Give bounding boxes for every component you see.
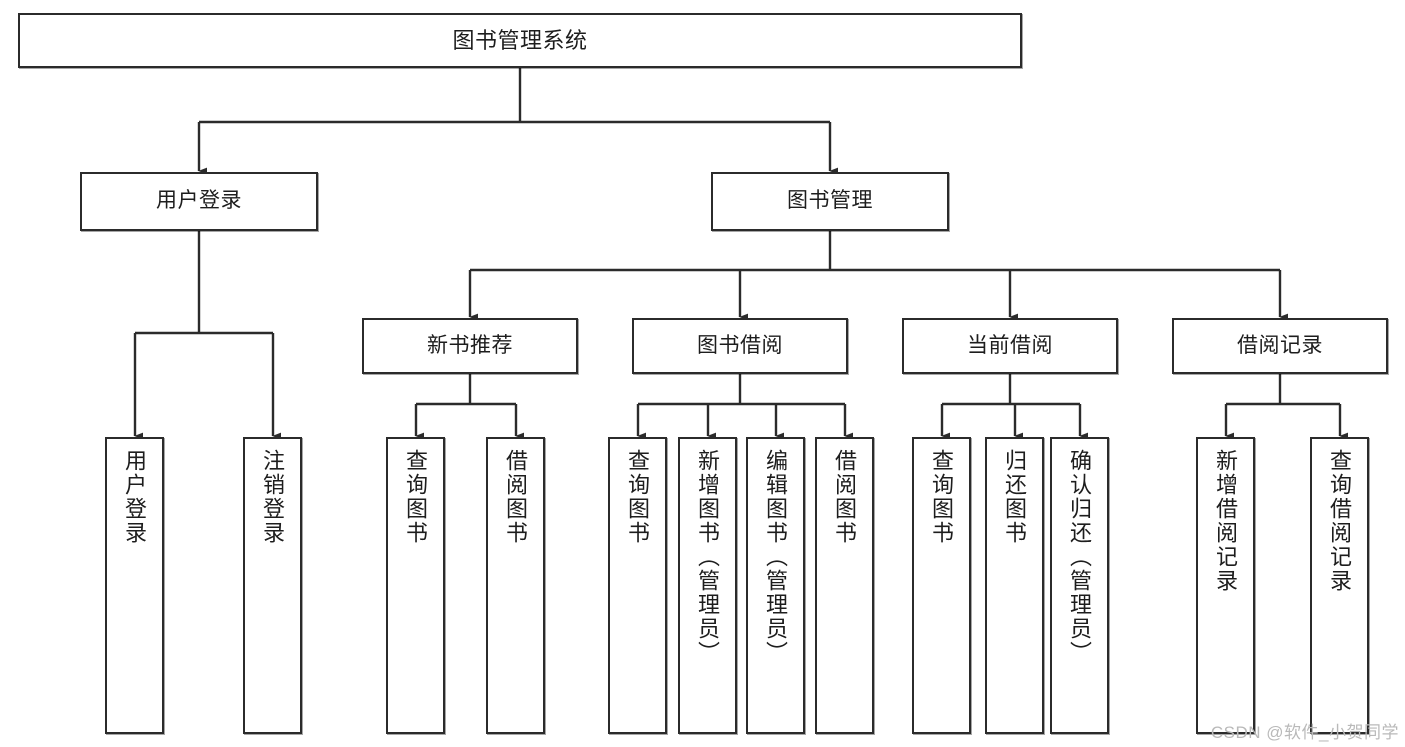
node-label: 借阅图书 — [503, 449, 529, 545]
node-label: 借阅记录 — [1237, 333, 1323, 357]
watermark: CSDN @软件_小贺同学 — [1210, 723, 1399, 742]
node-label: 新增图书（管理员） — [695, 449, 721, 665]
node-label: 用户登录 — [156, 189, 242, 213]
node-leaf-re-query[interactable]: 查询借阅记录 — [1310, 437, 1369, 734]
node-current[interactable]: 当前借阅 — [902, 318, 1118, 374]
node-leaf-cu-return[interactable]: 归还图书 — [985, 437, 1044, 734]
node-leaf-nb-query[interactable]: 查询图书 — [386, 437, 445, 734]
node-bookmgmt[interactable]: 图书管理 — [711, 172, 949, 231]
node-root[interactable]: 图书管理系统 — [18, 13, 1022, 68]
node-label: 借阅图书 — [832, 449, 858, 545]
node-label: 图书管理 — [787, 189, 873, 213]
node-label: 图书借阅 — [697, 333, 783, 357]
node-label: 查询图书 — [929, 449, 955, 545]
node-label: 归还图书 — [1002, 449, 1028, 545]
node-label: 编辑图书（管理员） — [763, 449, 789, 665]
node-borrow[interactable]: 图书借阅 — [632, 318, 848, 374]
node-label: 查询图书 — [403, 449, 429, 545]
node-leaf-bo-add[interactable]: 新增图书（管理员） — [678, 437, 737, 734]
node-label: 用户登录 — [122, 449, 148, 545]
node-label: 确认归还（管理员） — [1067, 449, 1093, 665]
node-leaf-cu-confirm[interactable]: 确认归还（管理员） — [1050, 437, 1109, 734]
node-label: 查询借阅记录 — [1327, 449, 1353, 593]
node-label: 新书推荐 — [427, 333, 513, 357]
node-leaf-cu-query[interactable]: 查询图书 — [912, 437, 971, 734]
node-leaf-nb-borrow[interactable]: 借阅图书 — [486, 437, 545, 734]
node-leaf-re-add[interactable]: 新增借阅记录 — [1196, 437, 1255, 734]
node-leaf-user-login[interactable]: 用户登录 — [105, 437, 164, 734]
node-label: 查询图书 — [625, 449, 651, 545]
node-records[interactable]: 借阅记录 — [1172, 318, 1388, 374]
node-label: 当前借阅 — [967, 333, 1053, 357]
node-leaf-bo-query[interactable]: 查询图书 — [608, 437, 667, 734]
node-label: 注销登录 — [260, 449, 286, 545]
node-leaf-bo-borrow[interactable]: 借阅图书 — [815, 437, 874, 734]
node-leaf-user-logout[interactable]: 注销登录 — [243, 437, 302, 734]
node-login[interactable]: 用户登录 — [80, 172, 318, 231]
node-label: 新增借阅记录 — [1213, 449, 1239, 593]
node-leaf-bo-edit[interactable]: 编辑图书（管理员） — [746, 437, 805, 734]
node-label: 图书管理系统 — [452, 27, 588, 53]
node-newbook[interactable]: 新书推荐 — [362, 318, 578, 374]
